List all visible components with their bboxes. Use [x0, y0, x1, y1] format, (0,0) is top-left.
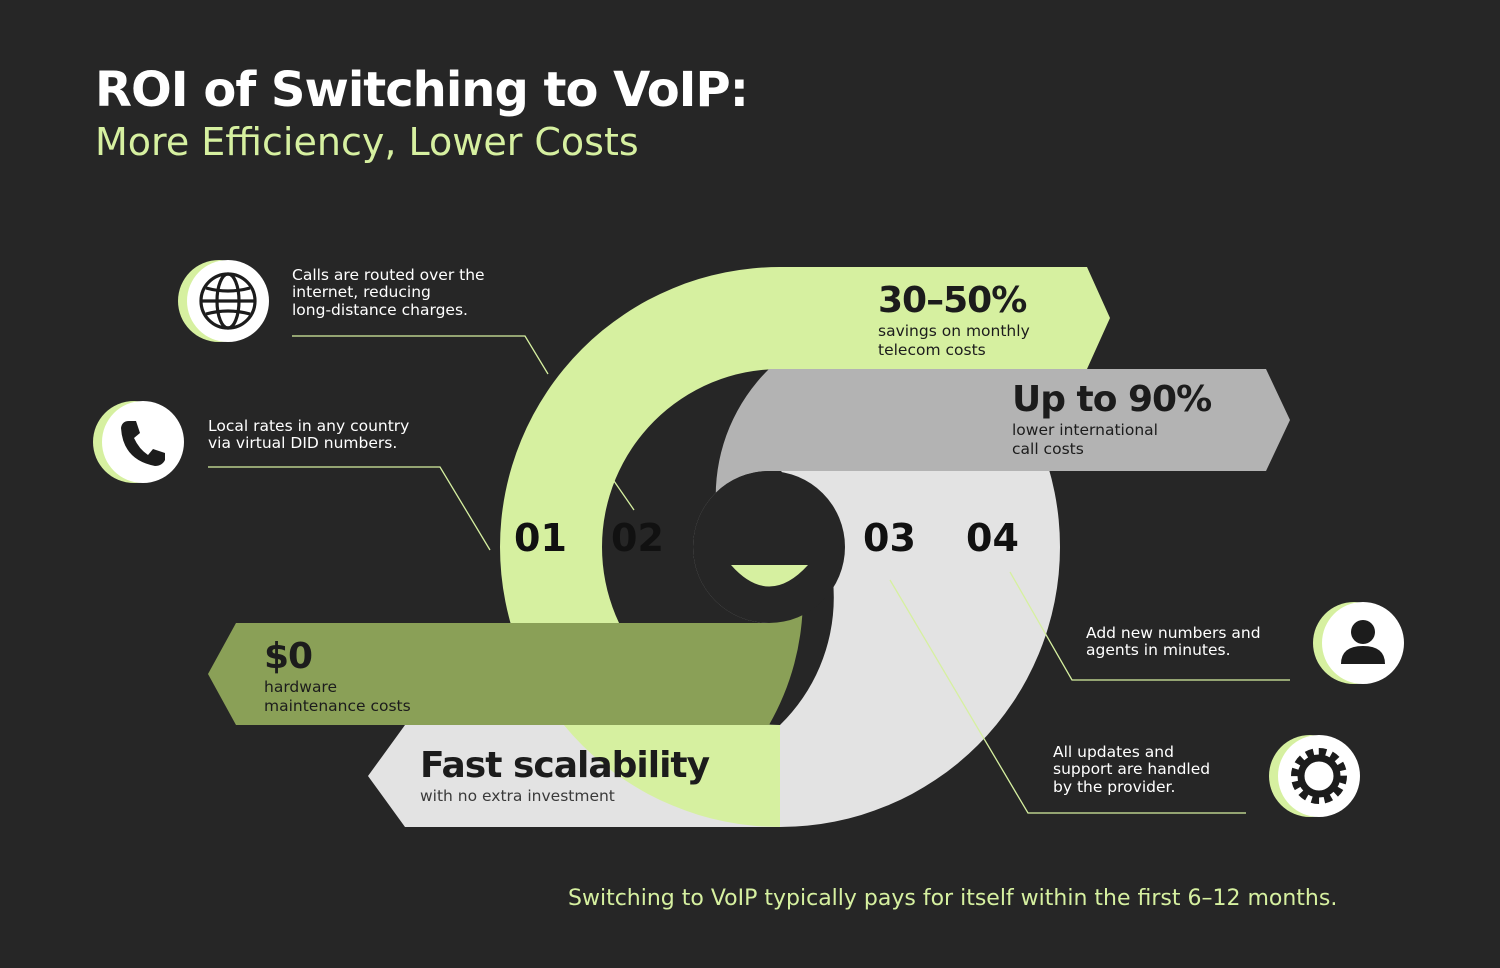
stat-international-line-1: lower international	[1012, 421, 1158, 440]
caption-user-line-1: Add new numbers and	[1086, 624, 1261, 642]
connector-line-04	[889, 579, 1246, 814]
caption-gear-line-1: All updates and	[1053, 743, 1174, 761]
stat-international: Up to 90% lower international call costs	[1012, 379, 1212, 458]
gear-icon	[1291, 748, 1347, 804]
connector-line-03	[1009, 571, 1290, 681]
stat-scalability-line-1: with no extra investment	[420, 787, 615, 806]
smile-mark	[731, 565, 808, 587]
gear-badge	[1269, 735, 1360, 817]
caption-globe-line-1: Calls are routed over the	[292, 266, 485, 284]
stat-hardware: $0 hardware maintenance costs	[264, 636, 411, 715]
globe-badge	[178, 260, 269, 342]
stat-hardware-value: $0	[264, 636, 313, 677]
stat-scalability: Fast scalability with no extra investmen…	[420, 745, 710, 806]
user-icon	[1341, 620, 1385, 664]
caption-user: Add new numbers and agents in minutes.	[1086, 624, 1261, 660]
caption-gear-line-3: by the provider.	[1053, 777, 1176, 796]
caption-globe-line-2: internet, reducing	[292, 283, 431, 302]
band-international	[693, 369, 1290, 623]
center-circle	[693, 471, 845, 623]
step-number-03: 03	[863, 516, 916, 560]
footer-note: Switching to VoIP typically pays for its…	[568, 886, 1338, 911]
stat-international-value: Up to 90%	[1012, 379, 1212, 420]
stat-hardware-line-2: maintenance costs	[264, 696, 411, 715]
caption-user-line-2: agents in minutes.	[1086, 641, 1231, 660]
connector-line-02b	[604, 467, 635, 511]
stat-savings-line-2: telecom costs	[878, 340, 986, 359]
caption-gear-line-2: support are handled	[1053, 760, 1211, 779]
caption-globe-line-3: long-distance charges.	[292, 300, 468, 319]
caption-phone-line-2: via virtual DID numbers.	[208, 434, 398, 453]
page-title: ROI of Switching to VoIP:	[95, 62, 749, 118]
caption-phone: Local rates in any country via virtual D…	[208, 417, 410, 453]
caption-gear: All updates and support are handled by t…	[1053, 743, 1211, 796]
user-badge	[1313, 602, 1404, 684]
page-subtitle: More Efficiency, Lower Costs	[95, 120, 639, 164]
step-number-04: 04	[966, 516, 1019, 560]
globe-icon	[199, 272, 257, 330]
step-number-02: 02	[611, 516, 664, 560]
caption-phone-line-1: Local rates in any country	[208, 417, 410, 435]
connector-line-01	[292, 335, 549, 375]
caption-globe: Calls are routed over the internet, redu…	[292, 266, 485, 319]
stat-international-line-2: call costs	[1012, 439, 1084, 458]
connector-line-02	[208, 466, 491, 551]
stat-savings: 30–50% savings on monthly telecom costs	[878, 280, 1030, 359]
band-hardware	[208, 471, 803, 725]
stat-savings-value: 30–50%	[878, 280, 1027, 321]
phone-icon	[121, 421, 165, 466]
stat-savings-line-1: savings on monthly	[878, 322, 1030, 341]
step-number-01: 01	[514, 516, 567, 560]
stat-scalability-value: Fast scalability	[420, 745, 710, 786]
phone-badge	[93, 401, 184, 483]
stat-hardware-line-1: hardware	[264, 678, 338, 697]
